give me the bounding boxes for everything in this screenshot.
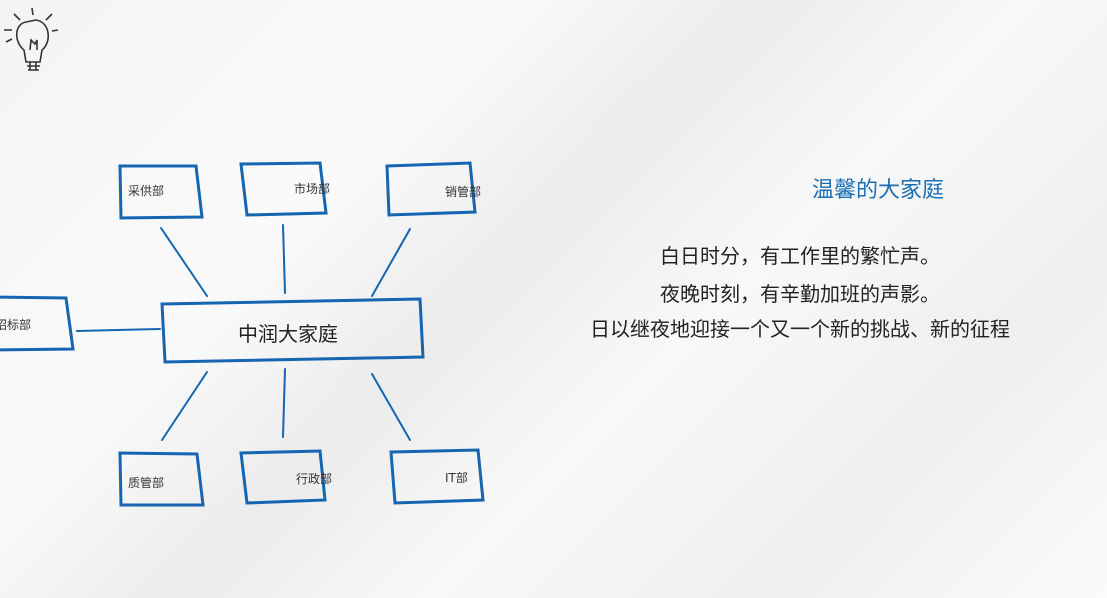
lightbulb-icon bbox=[4, 7, 59, 71]
box-zhiguan bbox=[118, 451, 205, 507]
dept-label-it: IT部 bbox=[445, 471, 468, 485]
box-shichang bbox=[239, 161, 328, 217]
box-zhaobiao bbox=[0, 295, 75, 352]
body-line-2: 夜晚时刻，有辛勤加班的声影。 bbox=[660, 282, 940, 306]
box-xiaoguan bbox=[385, 161, 477, 217]
dept-label-shichang: 市场部 bbox=[294, 182, 331, 196]
box-caigong bbox=[118, 164, 204, 220]
box-it bbox=[389, 448, 485, 505]
body-line-3: 日以继夜地迎接一个又一个新的挑战、新的征程 bbox=[590, 317, 1010, 341]
panel-title: 温馨的大家庭 bbox=[812, 178, 945, 203]
dept-label-xiaoguan: 销管部 bbox=[445, 185, 482, 199]
box-center bbox=[160, 297, 425, 364]
dept-label-zhiguan: 质管部 bbox=[128, 476, 165, 490]
center-node-label: 中润大家庭 bbox=[238, 322, 338, 346]
dept-label-xingzheng: 行政部 bbox=[296, 472, 333, 486]
body-line-1: 白日时分，有工作里的繁忙声。 bbox=[660, 244, 940, 268]
box-xingzheng bbox=[239, 449, 327, 505]
dept-label-zhaobiao: 招标部 bbox=[0, 318, 32, 332]
dept-label-caigong: 采供部 bbox=[128, 184, 165, 198]
connector-lines bbox=[76, 224, 411, 441]
